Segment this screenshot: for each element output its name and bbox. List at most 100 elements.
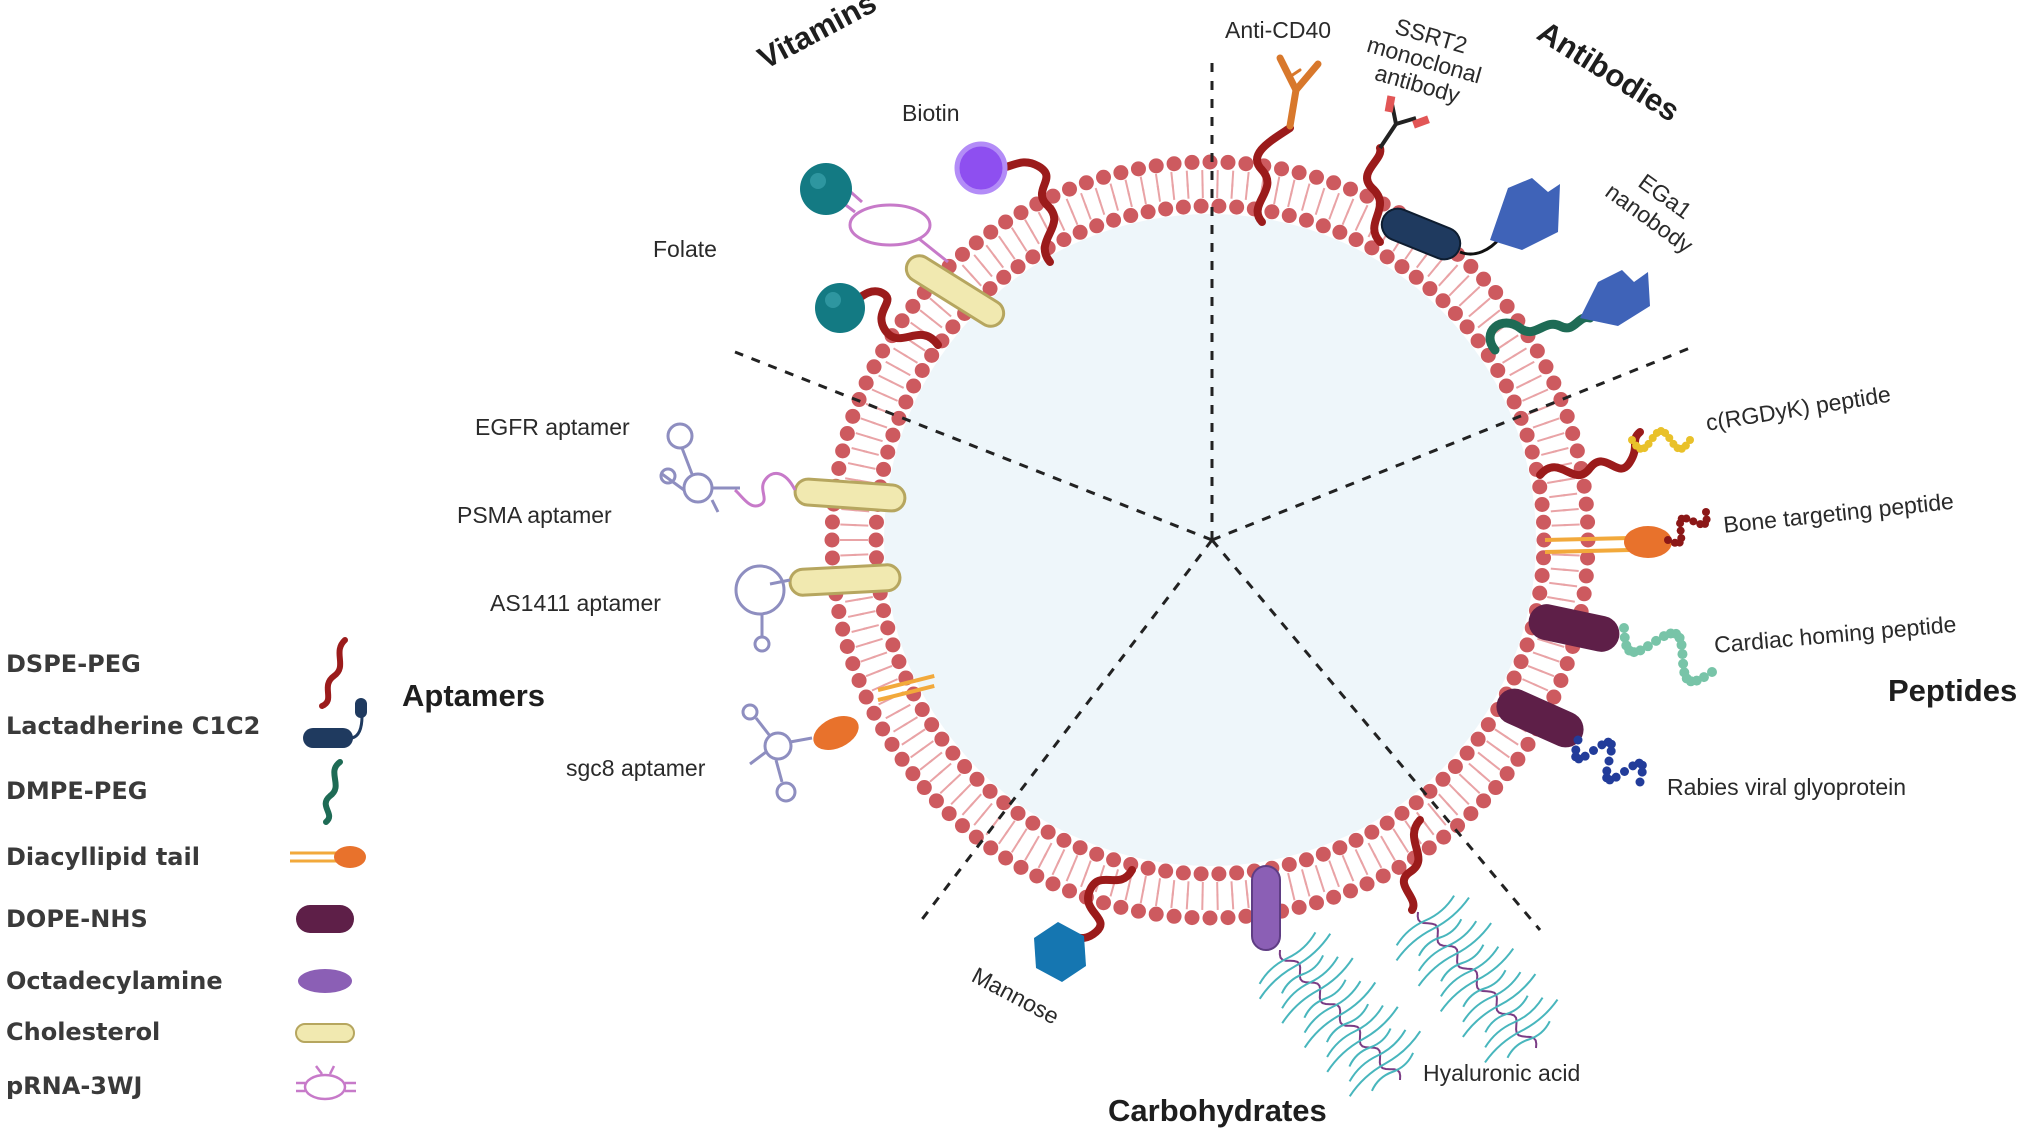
lipid-head <box>1519 637 1535 653</box>
lipid-tail <box>1438 793 1451 807</box>
label-as1411-aptamer: AS1411 aptamer <box>490 590 661 616</box>
lipid-head <box>1513 410 1529 426</box>
sgc8-aptamer-conjugate <box>741 674 935 803</box>
lipid-head <box>1166 908 1182 924</box>
hyaluronic-side-chain <box>1326 1004 1384 1058</box>
lipid-head <box>916 780 932 796</box>
lipid-head <box>1013 859 1029 875</box>
peptide-bead <box>1606 739 1616 749</box>
hyaluronic-side-chain <box>1506 1020 1551 1059</box>
lipid-tail <box>1056 215 1066 231</box>
lipid-tail <box>1030 229 1040 245</box>
lipid-head <box>1113 165 1129 181</box>
lipid-head <box>824 550 840 566</box>
lipid-tail <box>1551 553 1568 556</box>
lipid-tail <box>1030 835 1040 851</box>
lipid-head <box>1375 868 1391 884</box>
lipid-tail <box>1448 783 1462 797</box>
peptide-bead <box>1606 746 1616 756</box>
diacyllipid-tail <box>877 684 935 702</box>
lipid-head <box>894 751 910 767</box>
label-biotin: Biotin <box>902 100 960 126</box>
lipid-tail <box>1328 860 1336 876</box>
peptide-bead <box>1602 766 1612 776</box>
lipid-head <box>885 427 901 443</box>
lipid-tail <box>981 802 993 817</box>
lipid-head <box>1536 514 1552 530</box>
lipid-tail <box>895 366 911 377</box>
lipid-head <box>1291 165 1307 181</box>
pRNA-stem <box>917 236 949 264</box>
lipid-tail <box>1171 183 1176 200</box>
hyaluronic-side-chain <box>1395 895 1455 946</box>
lipid-head <box>1281 208 1297 224</box>
lipid-head <box>1113 899 1129 915</box>
lipid-head <box>1499 766 1515 782</box>
lipid-head <box>824 514 840 530</box>
legend-label-prna-3wj: pRNA-3WJ <box>6 1072 143 1100</box>
lipid-head <box>1450 818 1466 834</box>
hyaluronic-dspe-conjugate <box>1395 816 1559 1064</box>
dmpe-peg-chain <box>1485 313 1595 355</box>
lipid-tail <box>1301 869 1308 886</box>
lipid-head <box>1506 670 1522 686</box>
lactadherin-conjugate <box>1380 178 1560 261</box>
lipid-head <box>1532 585 1548 601</box>
lipid-head <box>1559 656 1575 672</box>
as1411-aptamer-loop-icon <box>734 564 786 616</box>
ssrt2-conjugate <box>1363 95 1430 246</box>
lipid-tail <box>1112 194 1119 211</box>
lipid-tail <box>859 464 876 470</box>
legend-prna-3wj-icon <box>303 1073 347 1101</box>
lipid-head <box>1536 550 1552 566</box>
peptide-bead <box>1707 667 1717 677</box>
aptamer-stem <box>749 750 767 766</box>
lipid-head <box>1488 284 1504 300</box>
lipid-head <box>1421 840 1437 856</box>
lipid-head <box>1045 188 1061 204</box>
ega1-conjugate <box>1485 270 1650 355</box>
lipid-head <box>998 850 1014 866</box>
lipid-tail <box>1186 881 1190 898</box>
hyaluronic-side-chain <box>1418 918 1463 957</box>
antibody-fragment-icon <box>1412 115 1430 129</box>
lipid-head <box>982 783 998 799</box>
lipid-head <box>1062 181 1078 197</box>
lipid-head <box>868 532 884 548</box>
lipid-head <box>1166 156 1182 172</box>
lipid-head <box>1470 731 1486 747</box>
legend-label-dmpe-peg: DMPE-PEG <box>6 777 148 805</box>
lipid-head <box>983 840 999 856</box>
lipid-head <box>1576 478 1592 494</box>
lipid-tail <box>1230 182 1234 199</box>
lipid-head <box>1089 846 1105 862</box>
hyaluronic-side-chain <box>1326 1006 1399 1073</box>
lipid-head <box>1391 859 1407 875</box>
label-egfr-aptamer: EGFR aptamer <box>475 414 630 440</box>
legend-dspe-peg-icon <box>319 637 348 709</box>
aptamer-stem <box>710 499 720 513</box>
lipid-head <box>1394 805 1410 821</box>
lipid-tail <box>1328 204 1336 220</box>
peptide-bead <box>1702 508 1710 516</box>
lipid-tail <box>1477 751 1492 764</box>
lipid-head <box>868 514 884 530</box>
lipid-tail <box>1273 188 1279 205</box>
hyaluronic-side-chain <box>1258 931 1317 985</box>
lipid-tail <box>911 341 926 352</box>
lipid-head <box>831 604 847 620</box>
lipid-head <box>924 347 940 363</box>
lipid-tail <box>1084 860 1092 876</box>
lipid-head <box>1193 866 1209 882</box>
dspe-peg-chain <box>991 158 1059 266</box>
crgdyk-peptide-icon <box>1628 427 1694 453</box>
lipid-head <box>1510 751 1526 767</box>
lipid-head <box>875 721 891 737</box>
lipid-head <box>1211 198 1227 214</box>
hyaluronic-side-chain <box>1281 957 1354 1024</box>
lipid-head <box>1072 840 1088 856</box>
lipid-tail <box>1522 678 1538 687</box>
lipid-head <box>1379 249 1395 265</box>
lipid-head <box>1394 259 1410 275</box>
